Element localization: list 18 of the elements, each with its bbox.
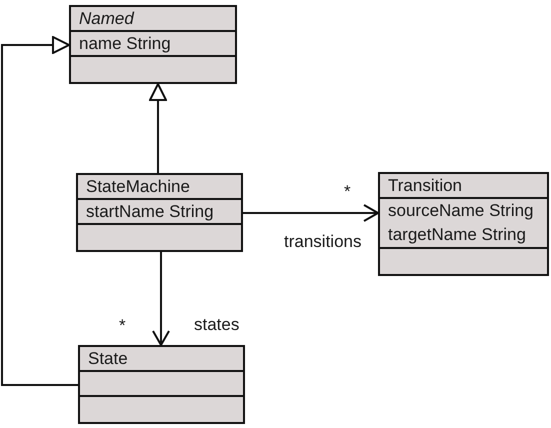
generalization-arrow <box>1 36 78 386</box>
attribute-text: name String <box>79 32 171 54</box>
class-box <box>78 345 245 424</box>
attribute-text: sourceName String <box>388 200 534 222</box>
multiplicity-label: * <box>119 316 126 336</box>
association-arrow <box>243 204 379 222</box>
class-name: State <box>88 348 128 370</box>
attribute-text: startName String <box>86 200 214 222</box>
class-box <box>378 172 549 276</box>
attribute-text: targetName String <box>388 224 526 246</box>
class-box <box>76 173 243 252</box>
class-name: Transition <box>388 174 462 196</box>
class-name: StateMachine <box>86 176 190 198</box>
association-arrow <box>152 252 170 346</box>
generalization-arrow <box>149 83 167 173</box>
multiplicity-label: * <box>344 182 351 202</box>
class-name: Named <box>79 8 134 30</box>
class-box <box>69 5 237 84</box>
